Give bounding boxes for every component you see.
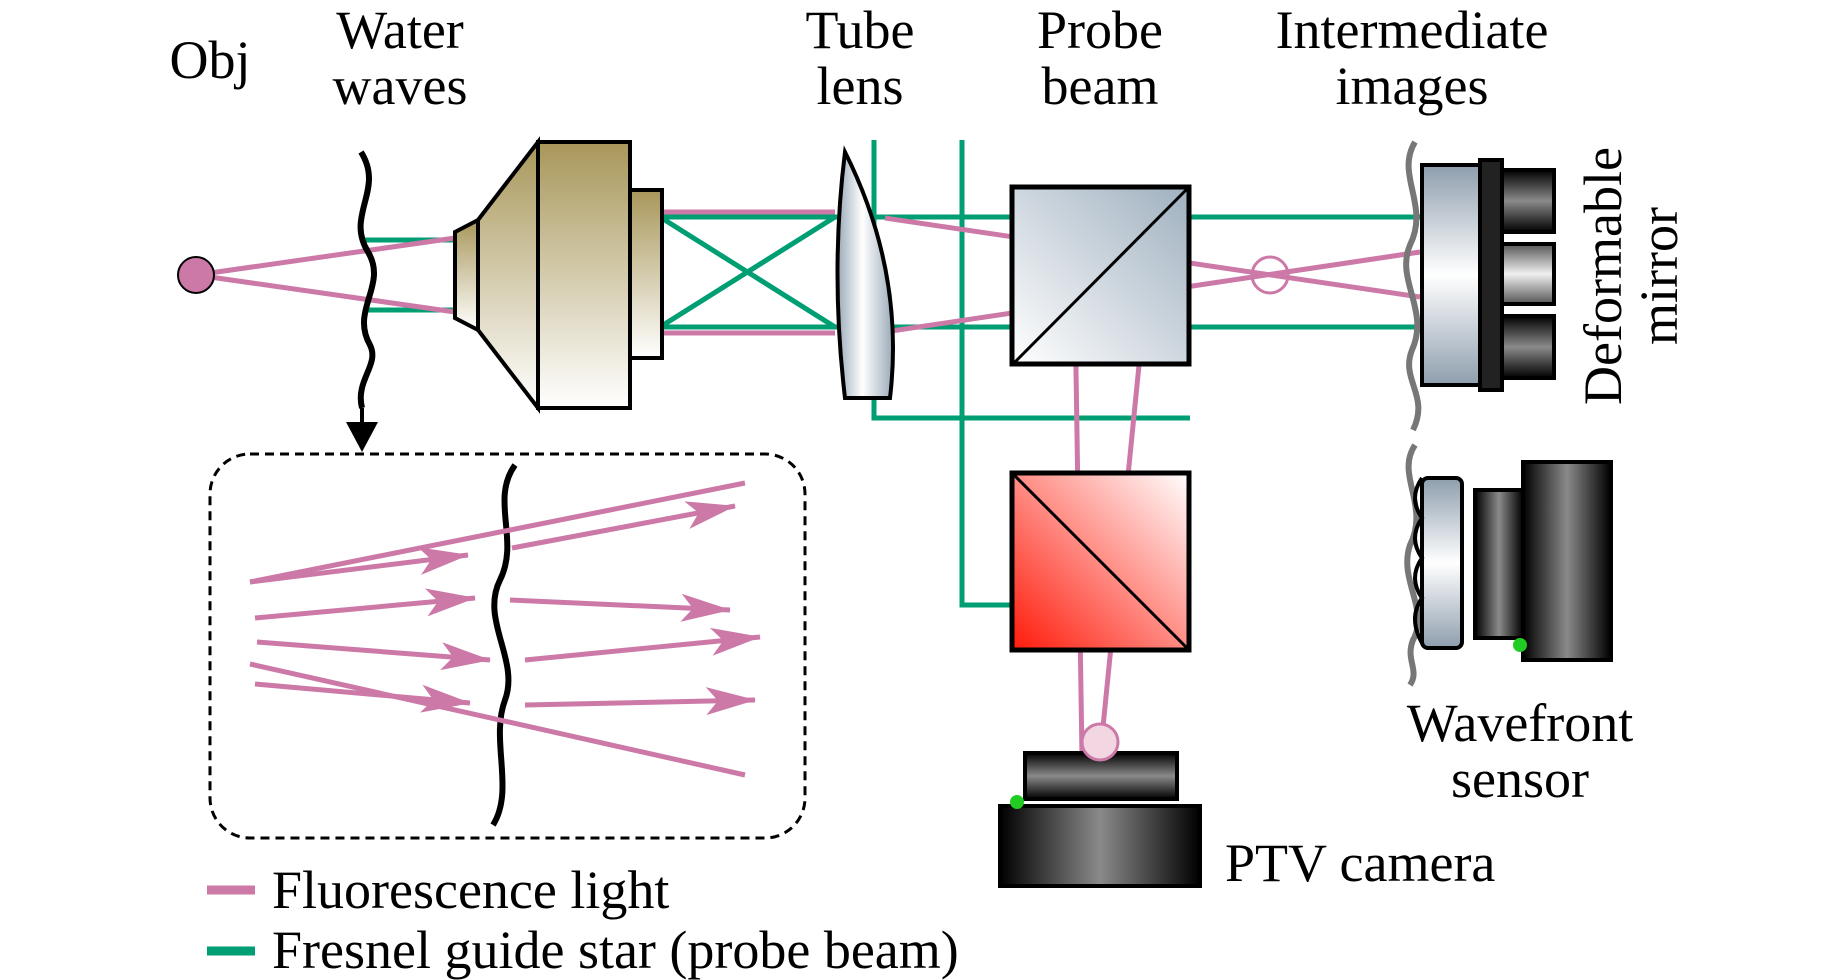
label-intermediate-images: Intermediate images (1242, 2, 1582, 114)
beam-splitter-bottom (1009, 470, 1192, 653)
label-ptv-camera: PTV camera (1225, 833, 1496, 893)
label-wavefront-sensor: Wavefront sensor (1370, 695, 1670, 807)
label-tube-lens-line2: lens (816, 56, 904, 116)
legend-label-probe: Fresnel guide star (probe beam) (272, 920, 959, 980)
label-wavefront-sensor-line2: sensor (1451, 749, 1589, 809)
objective-lens (453, 136, 664, 414)
label-deformable-mirror-line2: mirror (1629, 207, 1689, 345)
label-intermediate-images-line1: Intermediate (1275, 0, 1549, 60)
label-water-waves-line1: Water (336, 0, 464, 60)
label-tube-lens-line1: Tube (805, 0, 915, 60)
wavefront-sensor (1413, 460, 1613, 662)
fluorescence-light-paths (195, 209, 1421, 758)
label-water-waves-line2: waves (332, 56, 468, 116)
label-water-waves: Water waves (300, 2, 500, 114)
object-point (177, 256, 215, 294)
label-intermediate-images-line2: images (1335, 56, 1489, 116)
label-obj: Obj (169, 30, 251, 90)
tube-lens (835, 145, 895, 400)
deformable-mirror (1420, 158, 1556, 392)
label-wavefront-sensor-line1: Wavefront (1406, 693, 1634, 753)
water-wave-surface (346, 150, 378, 452)
intermediate-image-point (1250, 255, 1290, 295)
inset-refraction-detail (208, 452, 807, 840)
legend-label-fluorescence: Fluorescence light (272, 860, 670, 920)
label-probe-beam-line2: beam (1041, 56, 1159, 116)
ptv-camera (998, 722, 1202, 888)
label-probe-beam: Probe beam (1000, 2, 1200, 114)
label-deformable-mirror-line1: Deformable (1573, 147, 1633, 405)
label-deformable-mirror: Deformable mirror (1573, 131, 1689, 421)
label-probe-beam-line1: Probe (1037, 0, 1163, 60)
label-tube-lens: Tube lens (760, 2, 960, 114)
beam-splitter-top (1009, 184, 1192, 367)
intermediate-image-planes (1403, 140, 1422, 687)
